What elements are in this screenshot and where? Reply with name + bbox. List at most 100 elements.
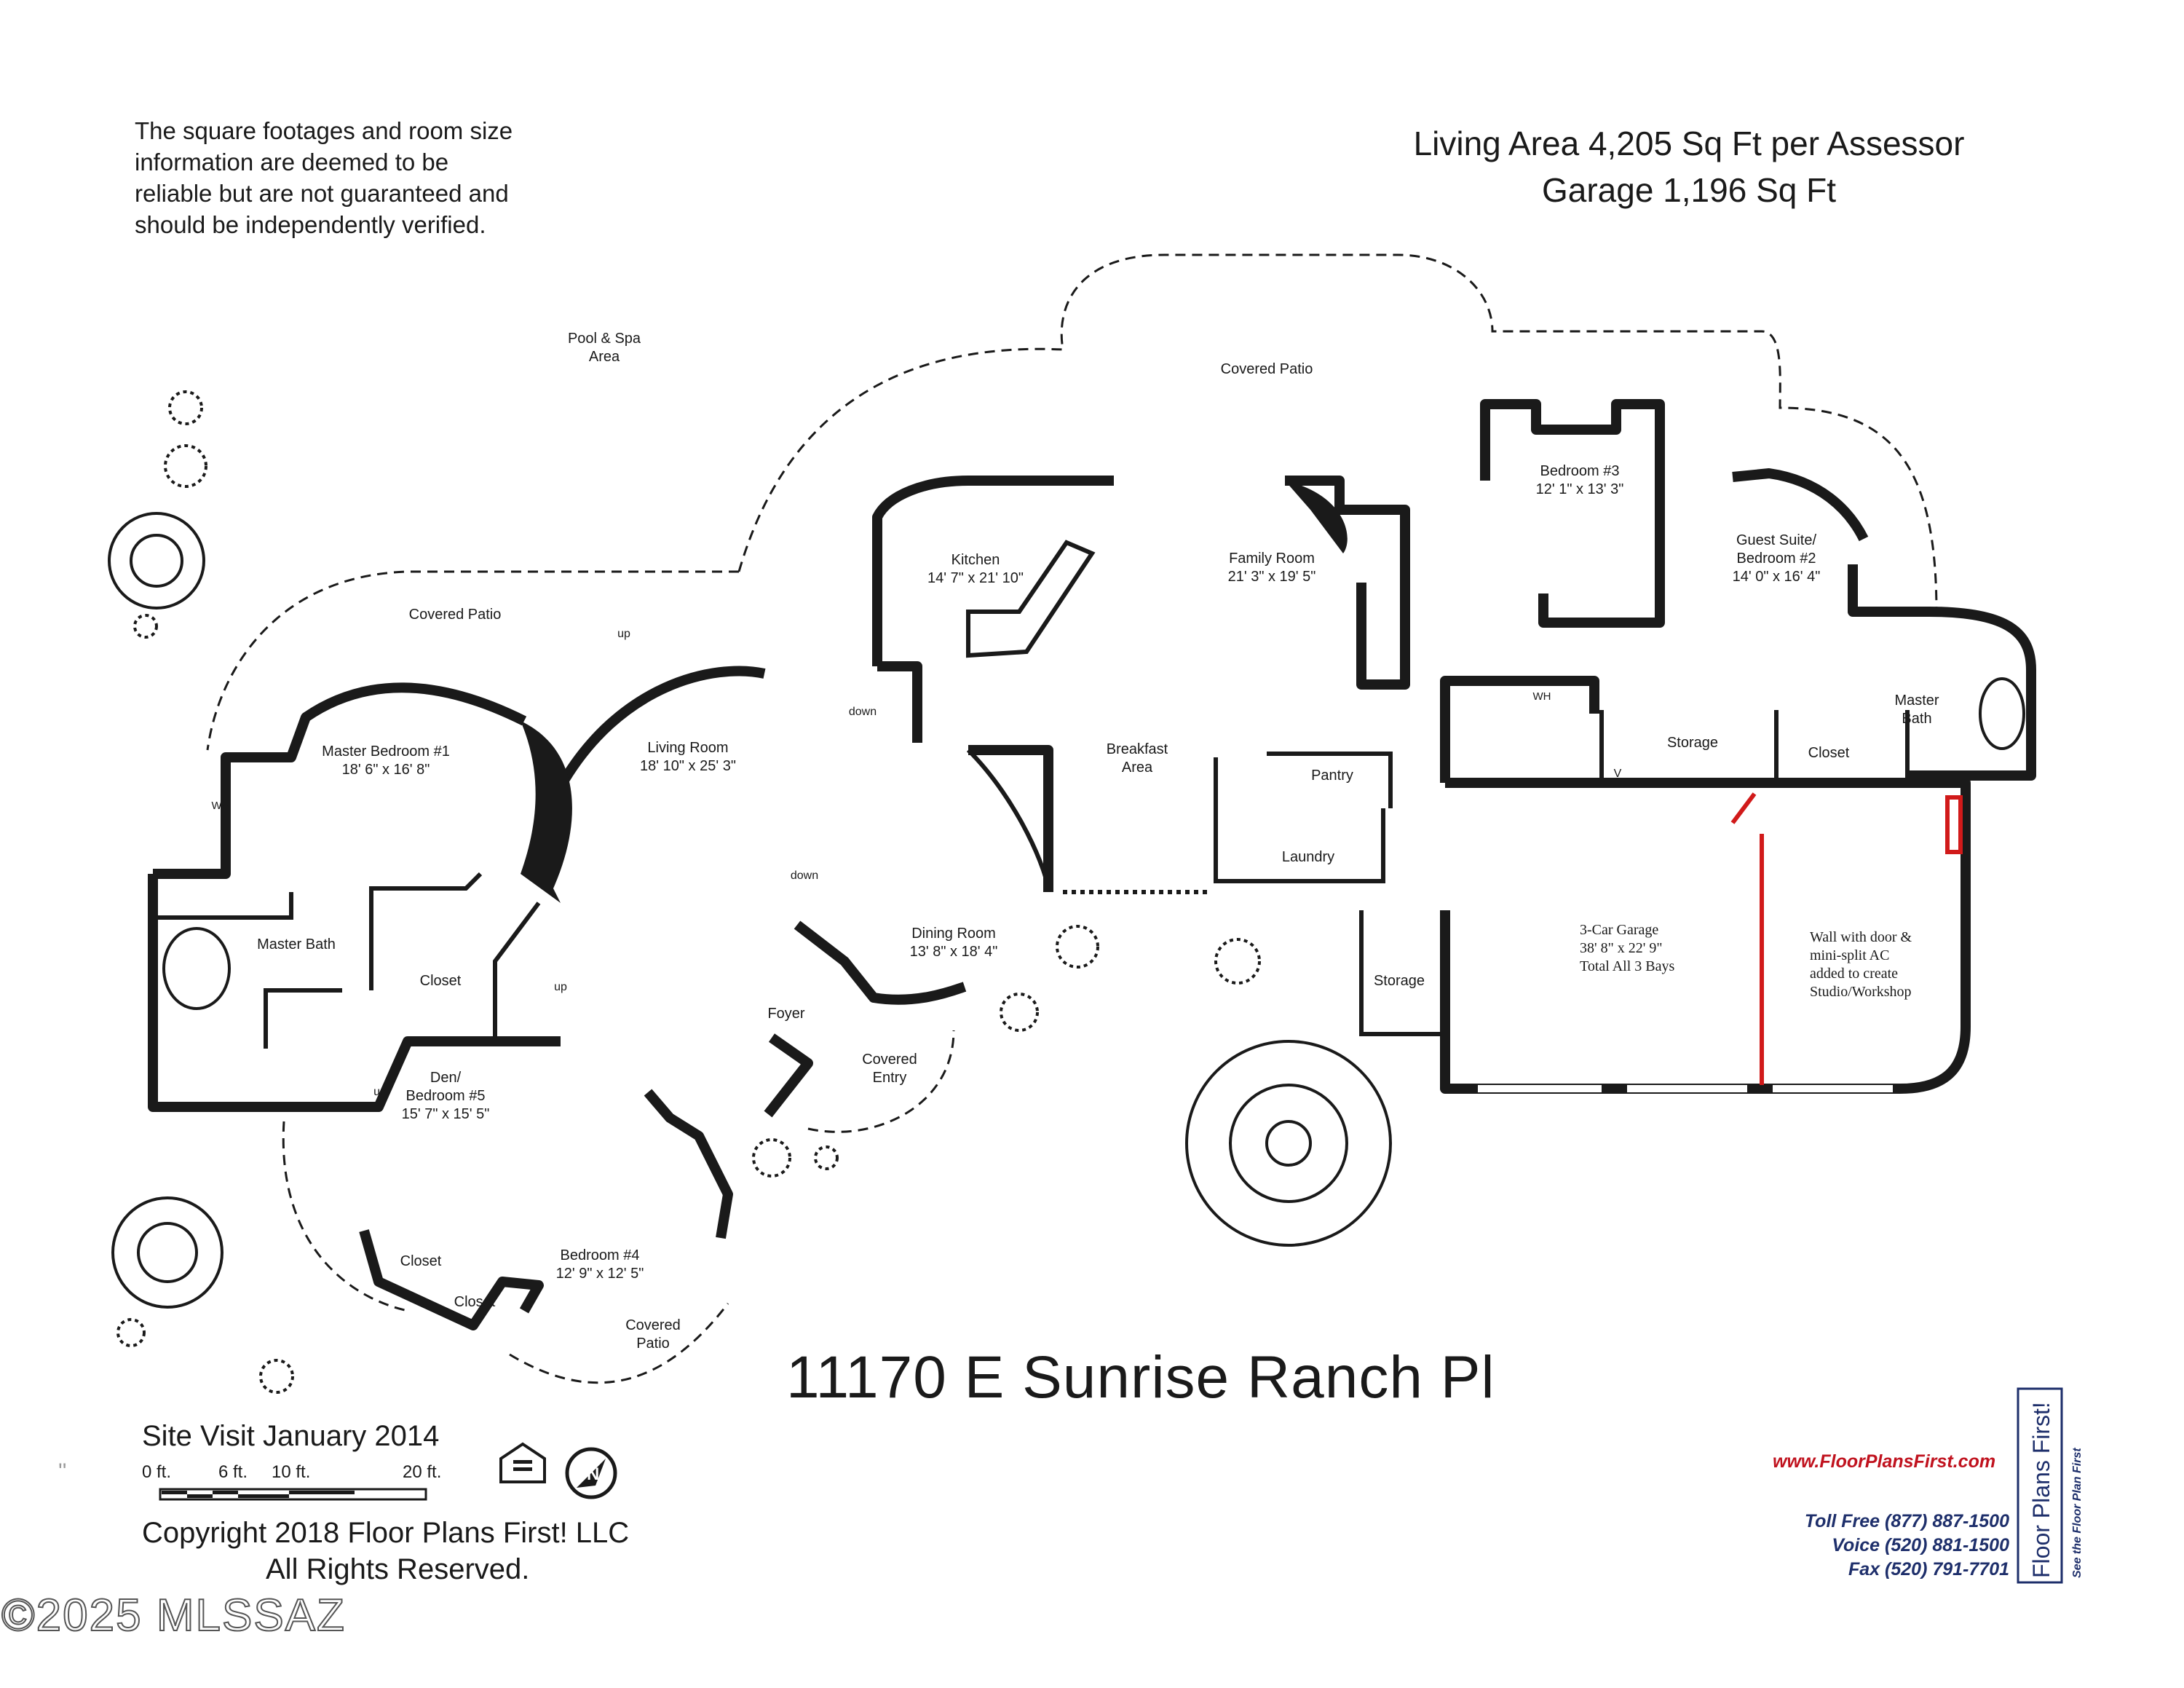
closet-bedroom4-label: Closet xyxy=(454,1294,496,1310)
foyer-label: Foyer xyxy=(767,1006,805,1022)
bedroom4-patio-outline xyxy=(509,1303,729,1384)
disclaimer-line: The square footages and room size xyxy=(135,117,513,144)
valve-marker: V xyxy=(1613,768,1622,780)
shrub-icon xyxy=(133,614,158,639)
exterior-walls xyxy=(148,399,2036,1330)
mini-split-ac-marker xyxy=(1945,795,1963,854)
master-wing-wall xyxy=(148,874,561,1112)
master-bedroom-wall xyxy=(153,682,527,879)
stair-up-marker: up xyxy=(373,1086,387,1098)
copyright-line: All Rights Reserved. xyxy=(266,1553,530,1585)
site-visit-date: Site Visit January 2014 xyxy=(142,1420,440,1452)
landscape-shrubs xyxy=(116,390,1261,1394)
kitchen-island xyxy=(966,540,1096,658)
master-bath-wall xyxy=(264,988,342,1049)
company-contacts: Toll Free (877) 887-1500 Voice (520) 881… xyxy=(1776,1510,2009,1582)
disclaimer-line: information are deemed to be xyxy=(135,149,449,175)
compass-letter: N xyxy=(587,1464,599,1484)
toll-free-number: Toll Free (877) 887-1500 xyxy=(1804,1511,2009,1531)
tree-icon xyxy=(1185,1040,1392,1247)
shrub-icon xyxy=(168,390,203,425)
company-website-link[interactable]: www.FloorPlansFirst.com xyxy=(1773,1451,1996,1472)
scale-bar xyxy=(159,1488,427,1501)
bedroom3-wall xyxy=(1480,399,1665,628)
foyer-wall xyxy=(764,1033,813,1118)
scale-label: 0 ft. xyxy=(142,1462,172,1482)
scale-label: 10 ft. xyxy=(272,1462,311,1482)
top-patio-outline xyxy=(737,253,1938,612)
shrub-icon xyxy=(259,1359,294,1394)
bedroom4-wall xyxy=(644,1089,733,1239)
shrub-icon xyxy=(1214,938,1261,985)
storage-garage-label: Storage xyxy=(1373,973,1425,989)
tree-icon xyxy=(130,534,183,588)
interior-walls xyxy=(153,710,1910,1049)
patio-outlines xyxy=(206,253,1938,1384)
workshop-wall-red xyxy=(1730,792,1963,1085)
den-patio-outline xyxy=(282,1121,408,1312)
guest-suite-wall xyxy=(1732,468,1869,542)
kitchen-wall xyxy=(872,476,1114,666)
disclaimer-note: The square footages and room size inform… xyxy=(135,115,571,240)
fax-number: Fax (520) 791-7701 xyxy=(1848,1559,2009,1579)
voice-number: Voice (520) 881-1500 xyxy=(1832,1535,2009,1555)
master-bath-right-wall xyxy=(1848,564,2036,781)
family-room-wall xyxy=(1285,476,1410,690)
company-logo: Floor Plans First! See the Floor Plan Fi… xyxy=(2017,1387,2084,1584)
storage-top-label: Storage xyxy=(1666,735,1719,751)
tree-icon xyxy=(1229,1084,1348,1203)
scale-bar-segment xyxy=(213,1491,238,1494)
scale-bar-segment xyxy=(289,1491,355,1494)
scale-bar-segment xyxy=(162,1491,187,1494)
north-compass-icon: N xyxy=(565,1447,617,1499)
closet-wall xyxy=(369,872,483,990)
living-room-wall xyxy=(555,666,766,789)
garage-wall xyxy=(1440,778,1971,1094)
closet-right-label: Closet xyxy=(1808,745,1850,761)
closet-master-label: Closet xyxy=(419,973,462,989)
kitchen-lower-wall xyxy=(877,661,922,743)
left-patio-outline xyxy=(206,570,739,751)
shrub-icon xyxy=(752,1138,791,1178)
landscape-trees xyxy=(108,512,1392,1309)
covered-patio-left-label: Covered Patio xyxy=(408,607,502,623)
living-area-text: Living Area 4,205 Sq Ft per Assessor xyxy=(1413,125,1965,162)
covered-patio-top-label: Covered Patio xyxy=(1220,361,1313,377)
stair-down-marker: down xyxy=(848,706,877,718)
tree-icon xyxy=(137,1222,198,1283)
storage-walls xyxy=(1599,710,1910,783)
master-bath-label: Master Bath xyxy=(257,936,336,953)
breakfast-curve xyxy=(966,748,1051,893)
pantry-label: Pantry xyxy=(1311,768,1353,784)
area-summary: Living Area 4,205 Sq Ft per Assessor Gar… xyxy=(1354,120,2024,213)
shrub-icon xyxy=(164,444,207,488)
shrub-icon xyxy=(1000,993,1039,1032)
bath-wall xyxy=(153,892,293,920)
closet-right-wall xyxy=(493,902,541,1041)
dining-upper-wall xyxy=(968,745,1053,892)
shrub-icon xyxy=(814,1145,839,1170)
water-heater-label: WH xyxy=(211,800,230,812)
shrub-icon xyxy=(1056,925,1099,969)
copyright-notice: Copyright 2018 Floor Plans First! LLC Al… xyxy=(142,1515,688,1588)
corner-fireplace xyxy=(1285,481,1348,553)
water-heater-label: WH xyxy=(1532,690,1551,703)
scale-label: 20 ft. xyxy=(403,1462,442,1482)
entry-patio-outline xyxy=(807,1030,955,1133)
mls-watermark: ©2025 MLSSAZ xyxy=(1,1590,346,1641)
master-bathtub xyxy=(162,927,231,1010)
utility-wall xyxy=(1440,676,1599,783)
garage-storage-wall xyxy=(1359,910,1445,1036)
laundry-label: Laundry xyxy=(1281,849,1335,865)
